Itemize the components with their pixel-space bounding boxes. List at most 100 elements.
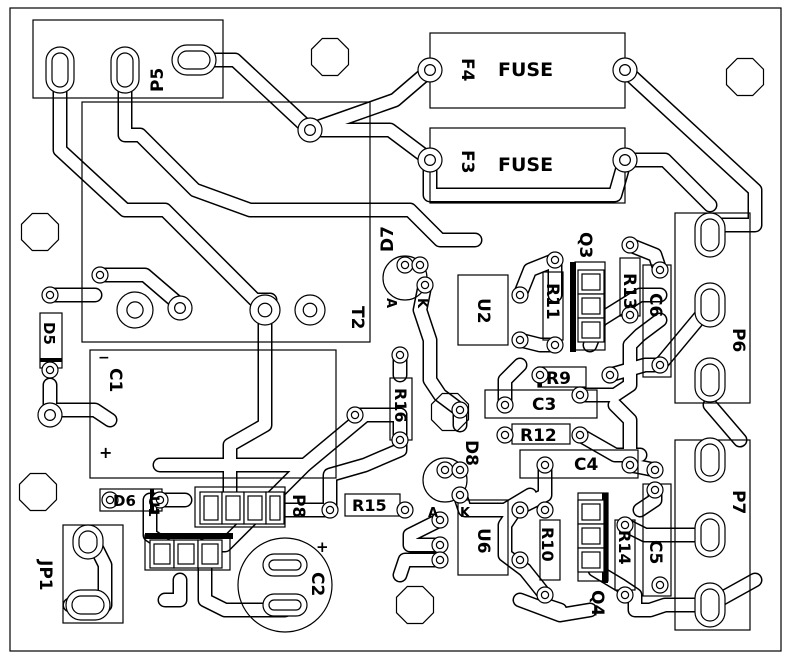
label-d5: D5 bbox=[40, 322, 58, 345]
label-t2: T2 bbox=[347, 306, 367, 329]
pad-hole bbox=[455, 490, 465, 500]
mounting-holes bbox=[18, 37, 765, 625]
pad-hole bbox=[415, 260, 425, 270]
mounting-hole bbox=[20, 212, 60, 252]
diode-d5-band bbox=[40, 358, 62, 362]
pad-hole bbox=[618, 154, 631, 167]
transformer-t2-outline bbox=[81, 101, 371, 343]
square-pad-hole bbox=[153, 543, 171, 565]
pad-hole bbox=[650, 485, 660, 495]
mounting-hole bbox=[18, 472, 58, 512]
pad-hole bbox=[126, 301, 144, 319]
pad-hole bbox=[655, 360, 665, 370]
label-q4: Q4 bbox=[587, 590, 607, 616]
label-c1: C1 bbox=[105, 368, 125, 392]
pad-hole bbox=[43, 409, 56, 422]
pad-hole bbox=[535, 370, 545, 380]
oval-pad-hole bbox=[78, 530, 98, 554]
label-r10: R10 bbox=[538, 527, 557, 562]
pad-hole bbox=[95, 270, 105, 280]
label-f4: F4 bbox=[457, 58, 477, 82]
pad-hole bbox=[257, 302, 273, 318]
label-f3: F3 bbox=[457, 150, 477, 173]
pad-hole bbox=[625, 460, 635, 470]
oval-pad-hole bbox=[700, 588, 720, 622]
pad-hole bbox=[455, 405, 465, 415]
square-pad-hole bbox=[247, 495, 263, 521]
pad-hole bbox=[435, 515, 445, 525]
oval-pad-hole bbox=[177, 50, 211, 70]
label-d8-cathode: K bbox=[460, 506, 471, 521]
pad-hole bbox=[655, 580, 665, 590]
oval-pad-hole bbox=[268, 599, 302, 611]
square-pad-hole bbox=[581, 503, 601, 521]
pad-hole bbox=[302, 302, 318, 318]
oval-pad-hole bbox=[116, 52, 134, 88]
pad-hole bbox=[350, 410, 360, 420]
pad-hole bbox=[395, 435, 405, 445]
capacitor-c2-outline bbox=[237, 537, 333, 633]
transistor-q3-tab bbox=[570, 262, 576, 352]
ic-u2-outline bbox=[457, 274, 509, 346]
pad-hole bbox=[575, 390, 585, 400]
header-p8-outline bbox=[194, 486, 286, 528]
square-pad-hole bbox=[201, 543, 219, 565]
mounting-hole bbox=[725, 57, 765, 97]
pad-hole bbox=[174, 302, 187, 315]
pad-hole bbox=[650, 465, 660, 475]
pad-hole bbox=[435, 555, 445, 565]
label-d8: D8 bbox=[461, 440, 481, 466]
ic-u6-outline bbox=[457, 499, 509, 576]
pad-hole bbox=[424, 154, 437, 167]
pad-hole bbox=[515, 505, 525, 515]
label-d8-anode: A bbox=[428, 506, 438, 521]
regulator-u1-tab bbox=[145, 533, 233, 539]
square-pad-hole bbox=[581, 551, 601, 569]
pad-hole bbox=[500, 430, 510, 440]
pad-hole bbox=[575, 430, 585, 440]
label-c6: C6 bbox=[645, 293, 665, 317]
pad-hole bbox=[620, 520, 630, 530]
jumper-jp1-outline bbox=[62, 524, 124, 624]
label-c3: C3 bbox=[532, 395, 556, 415]
pad-hole bbox=[625, 310, 635, 320]
copper-traces-inner bbox=[44, 54, 761, 621]
pad-hole bbox=[105, 495, 115, 505]
oval-pad-hole bbox=[51, 52, 69, 88]
label-fuse-f3: FUSE bbox=[498, 154, 553, 176]
label-c5: C5 bbox=[645, 540, 665, 564]
square-pad-hole bbox=[581, 321, 601, 339]
pad-hole bbox=[440, 465, 450, 475]
label-r16: R16 bbox=[391, 388, 410, 423]
pad-hole bbox=[515, 290, 525, 300]
square-pad-hole bbox=[581, 273, 601, 291]
pad-hole bbox=[625, 240, 635, 250]
label-r15: R15 bbox=[352, 496, 387, 515]
label-r12: R12 bbox=[520, 426, 557, 446]
pad-hole bbox=[515, 555, 525, 565]
resistor-r10-outline bbox=[539, 519, 561, 581]
capacitor-c1-outline bbox=[89, 349, 337, 479]
component-pads bbox=[37, 44, 726, 628]
transistor-q4-tab bbox=[602, 493, 608, 583]
pad-hole bbox=[540, 505, 550, 515]
square-pad-hole bbox=[581, 297, 601, 315]
square-pad-hole bbox=[225, 495, 241, 521]
label-jp1: JP1 bbox=[35, 559, 55, 591]
label-d6: D6 bbox=[113, 492, 136, 510]
capacitor-c3-outline bbox=[484, 389, 598, 419]
label-fuse-f4: FUSE bbox=[498, 59, 553, 81]
pad-hole bbox=[500, 400, 510, 410]
oval-pad-hole bbox=[700, 518, 720, 552]
pad-hole bbox=[400, 260, 410, 270]
mounting-hole bbox=[395, 585, 435, 625]
square-pad-hole bbox=[203, 495, 219, 521]
label-r14: R14 bbox=[615, 530, 634, 565]
pad-hole bbox=[618, 63, 631, 76]
label-c4: C4 bbox=[574, 455, 598, 475]
mounting-hole bbox=[430, 392, 470, 432]
label-u2: U2 bbox=[473, 298, 493, 324]
pad-hole bbox=[420, 280, 430, 290]
pad-hole bbox=[540, 460, 550, 470]
